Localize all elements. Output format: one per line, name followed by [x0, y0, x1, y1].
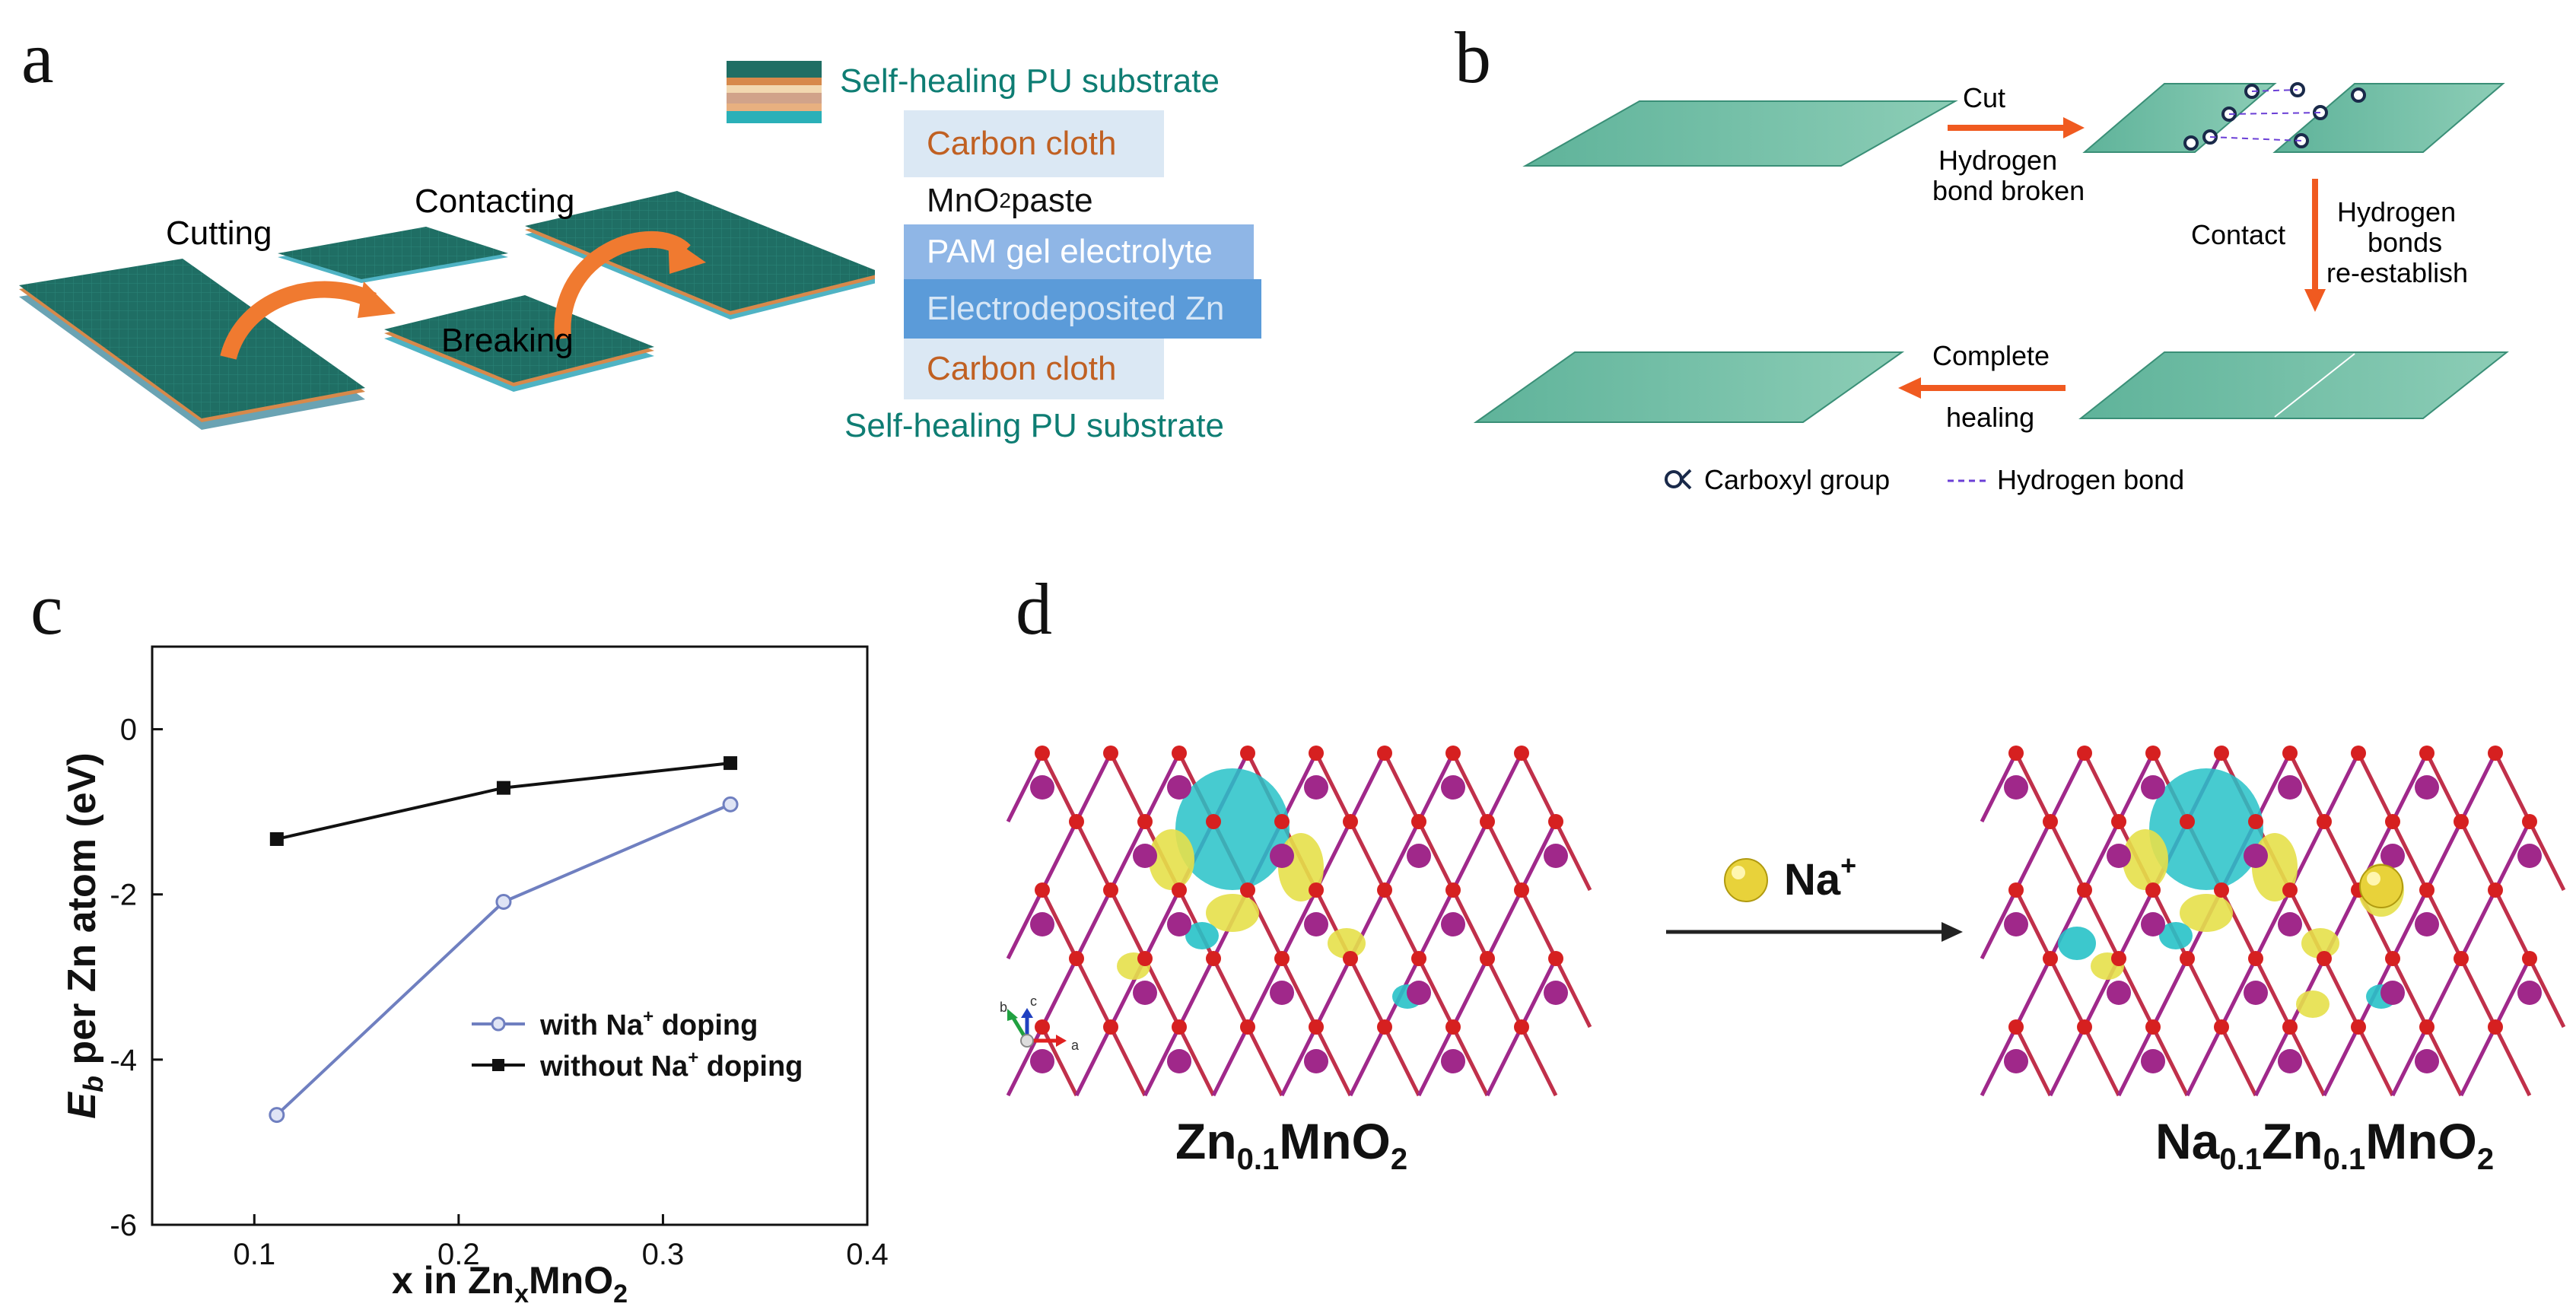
layer-stack-icon: [727, 61, 822, 123]
series-point-1: [724, 756, 738, 771]
carboxyl-legend-icon: [1665, 469, 1692, 490]
svg-text:b: b: [1000, 1000, 1007, 1015]
sheet-cut-right: [2272, 83, 2505, 153]
cutting-label: Cutting: [166, 215, 272, 252]
contacting-label: Contacting: [415, 183, 575, 220]
bonds-reestablish-line1: Hydrogen: [2337, 196, 2457, 227]
x-tick-label: 0.2: [437, 1238, 480, 1271]
complete-label: Complete: [1932, 340, 2050, 371]
sheet-intact: [1522, 100, 1958, 167]
panel-label-d: d: [1016, 568, 1052, 650]
cutting-arrow: [220, 281, 377, 361]
substrate-bottom-label: Self-healing PU substrate: [844, 407, 1224, 444]
series-point-0: [495, 893, 512, 910]
y-tick-label: -6: [110, 1209, 137, 1242]
series-point-1: [269, 831, 284, 846]
cut-label: Cut: [1963, 82, 2006, 113]
series-line-1: [276, 762, 731, 841]
panel-label-c: c: [30, 568, 63, 650]
sheet-reestablished: [2078, 351, 2509, 419]
panel-label-b: b: [1455, 17, 1491, 98]
svg-text:a: a: [1071, 1038, 1080, 1053]
healing-label: healing: [1946, 402, 2035, 433]
panel-d-structures: a b c Na+: [1000, 746, 2566, 1097]
crystal-axes-icon: a b c: [1000, 994, 1080, 1053]
reaction-arrow-head: [1942, 922, 1963, 942]
x-tick-label: 0.1: [233, 1238, 275, 1271]
hydrogen-bond-broken-line1: Hydrogen: [1938, 145, 2058, 176]
layer-pam-gel: PAM gel electrolyte: [904, 224, 1254, 279]
legend-without-na: without Na+ doping: [539, 1048, 803, 1083]
contact-arrow-head: [2304, 289, 2326, 312]
series-point-0: [722, 796, 739, 812]
layer-carbon-cloth-1: Carbon cloth: [904, 110, 1164, 177]
chart-legend: with Na+ doping without Na+ doping: [472, 1006, 803, 1083]
x-tick-label: 0.4: [846, 1238, 889, 1271]
formula-zn-mno2: Zn0.1MnO2: [1175, 1113, 1408, 1177]
small-cut-sheet: [278, 227, 508, 283]
contact-label: Contact: [2191, 219, 2286, 250]
cut-arrow-head: [2063, 117, 2085, 138]
legend-marker-without-na: [492, 1059, 504, 1071]
y-tick-label: -2: [110, 879, 137, 912]
sheet-healed: [1473, 351, 1905, 423]
na-ion-sphere: [1724, 858, 1768, 902]
na-ion-label: Na+: [1784, 850, 1856, 905]
legend-marker-with-na: [491, 1016, 506, 1032]
series-point-0: [269, 1107, 285, 1124]
panel-label-a: a: [21, 17, 54, 98]
substrate-top-label: Self-healing PU substrate: [840, 62, 1220, 100]
series-point-1: [496, 781, 510, 795]
layer-electrodeposited-zn: Electrodeposited Zn: [904, 279, 1261, 339]
x-axis-label: x in ZnxMnO2: [392, 1259, 628, 1308]
panel-a-illustration: [19, 61, 875, 430]
hydrogen-bond-broken-line2: bond broken: [1932, 175, 2085, 206]
carboxyl-legend-text: Carboxyl group: [1704, 464, 1891, 495]
legend-with-na: with Na+ doping: [539, 1006, 758, 1041]
na-zn-mno2-structure: [1980, 746, 2566, 1097]
panel-c-chart: -6 -4 -2 0 0.1 0.2 0.3 0.4 Eb per Zn atom (eV)…: [60, 645, 889, 1308]
y-axis-label: Eb per Zn atom (eV): [60, 752, 109, 1118]
panel-b-illustration: [1473, 82, 2509, 490]
layer-carbon-cloth-2: Carbon cloth: [904, 339, 1164, 399]
y-tick-label: -4: [110, 1044, 137, 1077]
formula-na-zn-mno2: Na0.1Zn0.1MnO2: [2155, 1113, 2495, 1177]
hydrogen-bond-legend-text: Hydrogen bond: [1997, 464, 2185, 495]
healing-arrow-head: [1898, 377, 1921, 399]
bonds-reestablish-line2: bonds: [2368, 227, 2443, 258]
x-tick-label: 0.3: [642, 1238, 685, 1271]
plot-frame: [151, 645, 869, 1226]
large-sheet: [19, 259, 365, 430]
breaking-label: Breaking: [441, 322, 574, 359]
breaking-sheet: [384, 295, 654, 392]
svg-text:c: c: [1030, 994, 1037, 1009]
y-tick-label: 0: [120, 714, 137, 747]
bonds-reestablish-line3: re-establish: [2326, 257, 2469, 288]
zn-mno2-structure: [1006, 746, 1592, 1097]
sheet-cut-left: [2082, 83, 2277, 153]
contacting-sheet: [525, 191, 875, 320]
